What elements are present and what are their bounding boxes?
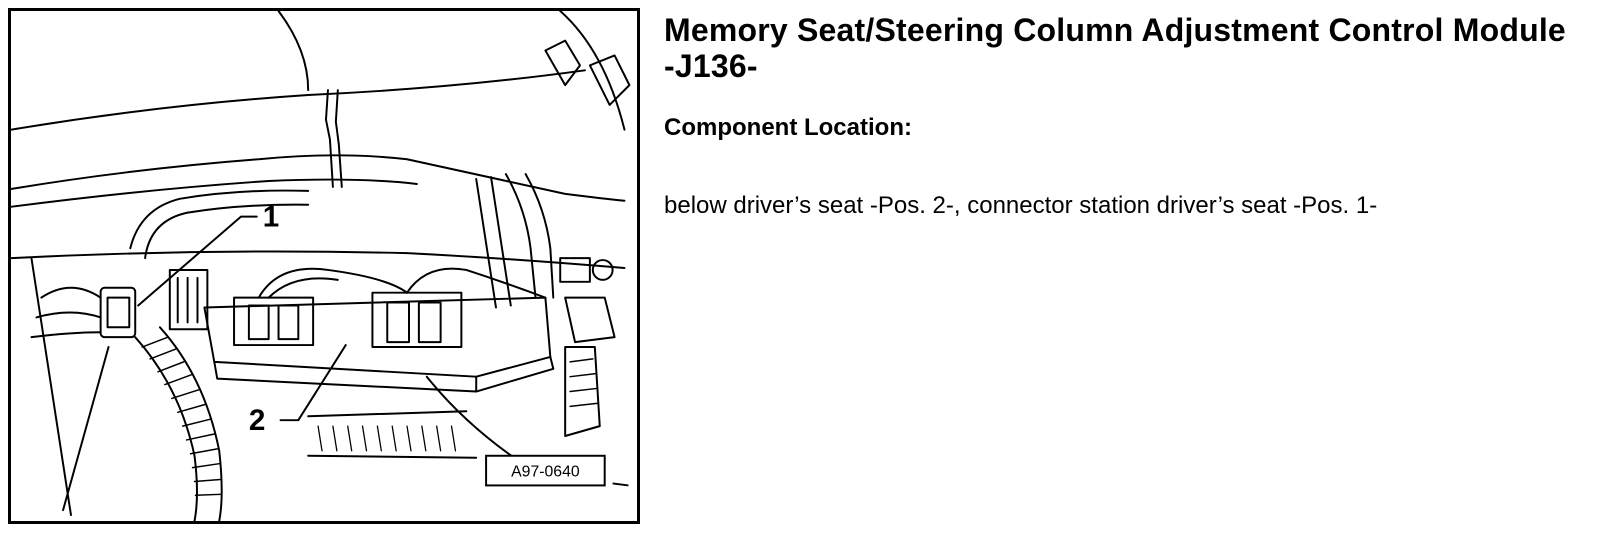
figure-id-box [485,454,606,487]
connector-station [168,268,209,331]
bracket-shape [544,39,581,87]
connector-plug [99,286,137,339]
floor-line [11,250,626,269]
corrugated-harness [134,336,198,521]
seat-edge-line [559,11,626,131]
corrugated-harness [158,326,223,521]
seat-edge-line [11,154,626,202]
wire-bundle [267,277,339,299]
location-description: below driver’s seat -Pos. 2-, connector … [664,192,1378,219]
section-heading: Component Location: [664,114,912,141]
callout-2-leader [279,344,347,422]
detail-line [307,410,468,418]
detail-line [307,454,478,459]
seat-edge-line [277,11,310,92]
connector-plug [106,296,131,329]
wire-bundle [40,286,102,299]
seat-edge-line [11,178,418,208]
seat-rail [524,173,555,299]
callout-2: 2 [249,404,265,437]
bracket-shape [564,296,616,344]
component-illustration: 1 2 A97-0640 [8,8,640,524]
control-module-body [203,296,552,378]
control-module-body [475,355,555,393]
text-panel: Memory Seat/Steering Column Adjustment C… [664,12,1584,224]
floor-line [30,257,72,517]
callout-1-leader [62,346,110,512]
wire-bundle [406,267,547,299]
seat-edge-line [11,69,586,131]
seat-rail [504,173,537,299]
seat-rail [490,176,512,307]
seat-rail [475,178,497,309]
control-module-body [213,360,478,393]
bracket-shape [559,257,591,283]
module-connector [233,296,315,347]
callout-1: 1 [263,200,280,233]
illustration-drawing: 1 2 A97-0640 [11,11,631,521]
seat-seam-line [324,89,334,188]
page-title: Memory Seat/Steering Column Adjustment C… [664,12,1566,84]
seat-seam-line [334,89,343,188]
harness-tube [144,203,310,260]
bracket-shape [588,54,631,106]
module-connector [371,291,463,349]
wire-bundle [30,331,102,339]
wire-bundle [257,267,409,299]
harness-tube [129,189,310,250]
bolt-shape [591,259,614,281]
figure-id-label: A97-0640 [511,464,580,481]
bracket-shape [564,346,601,437]
callout-1-leader [137,215,258,307]
wire-bundle [35,311,102,319]
